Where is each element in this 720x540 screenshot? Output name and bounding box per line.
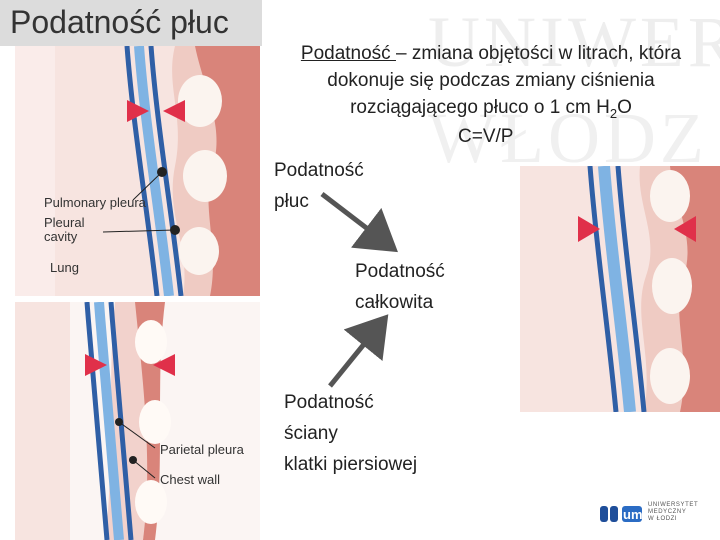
title-bar: [0, 0, 262, 46]
label-pleural-cavity-2: cavity: [44, 229, 78, 244]
flow-arrows: [320, 192, 398, 388]
logo-text: UNIWERSYTET MEDYCZNY W ŁODZI: [648, 502, 698, 523]
flow-total-line-2: całkowita: [355, 292, 434, 313]
compliance-formula: C=V/P: [458, 126, 514, 147]
chest-wall-diagram: [15, 302, 260, 540]
flow-lung-compliance: Podatność płuc: [274, 155, 364, 217]
logo-line-2: MEDYCZNY: [648, 509, 687, 515]
label-pulmonary-pleura: Pulmonary pleura: [44, 195, 146, 210]
definition-text: – zmiana objętości w litrach, która doko…: [327, 43, 682, 118]
definition-subscript: 2: [609, 105, 618, 121]
label-chest-wall: Chest wall: [160, 472, 220, 487]
label-pleural-cavity-1: Pleural: [44, 215, 85, 230]
compliance-definition: Podatność – zmiana objętości w litrach, …: [262, 40, 720, 127]
definition-tail: O: [617, 97, 632, 118]
logo-line-1: UNIWERSYTET: [648, 502, 699, 508]
flow-chest-wall-compliance: Podatność ściany klatki piersiowej: [284, 387, 417, 480]
flow-lung-line-2: płuc: [274, 191, 309, 212]
definition-term: Podatność: [300, 43, 396, 64]
flow-lung-line-1: Podatność: [274, 160, 364, 181]
arrow-wall-to-total: [328, 314, 389, 388]
university-logo: um: [598, 498, 716, 530]
label-lung: Lung: [50, 260, 79, 275]
flow-wall-line-2: ściany: [284, 423, 338, 444]
pleura-detail-diagram: [520, 166, 720, 412]
flow-wall-line-3: klatki piersiowej: [284, 454, 418, 475]
logo-mark: um: [623, 507, 643, 522]
label-parietal-pleura: Parietal pleura: [160, 442, 244, 457]
flow-wall-line-1: Podatność: [284, 392, 374, 413]
page-title: Podatność płuc: [10, 4, 229, 40]
lung-pleura-diagram: [15, 46, 260, 296]
flow-total-compliance: Podatność całkowita: [355, 256, 445, 318]
logo-line-3: W ŁODZI: [648, 516, 678, 522]
flow-total-line-1: Podatność: [355, 261, 445, 282]
arrow-lung-to-total: [320, 192, 398, 253]
